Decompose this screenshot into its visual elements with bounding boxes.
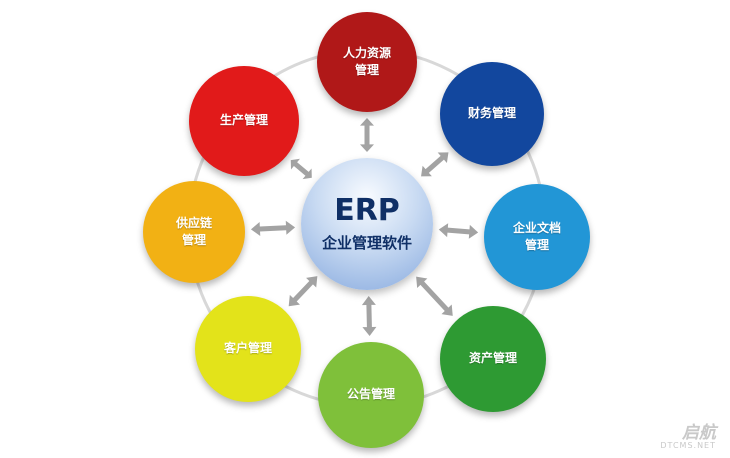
arrow-asset — [416, 276, 453, 316]
module-node-supply: 供应链 管理 — [143, 181, 245, 283]
site-watermark: 启航 DTCMS.NET — [660, 425, 716, 450]
erp-subtitle: 企业管理软件 — [321, 234, 412, 253]
arrow-production — [290, 158, 312, 180]
module-node-finance: 财务管理 — [440, 62, 544, 166]
module-label-finance: 财务管理 — [467, 106, 516, 121]
arrow-finance — [421, 152, 449, 177]
arrow-group — [250, 118, 479, 337]
module-label-supply: 供应链 管理 — [175, 215, 212, 247]
module-label-production: 生产管理 — [219, 113, 268, 128]
module-node-document: 企业文档 管理 — [484, 184, 590, 290]
module-label-document: 企业文档 管理 — [512, 220, 561, 252]
arrow-customer — [288, 276, 318, 307]
arrow-hr — [360, 118, 374, 152]
module-node-production: 生产管理 — [189, 66, 299, 176]
module-node-asset: 资产管理 — [440, 306, 546, 412]
module-label-hr: 人力资源 管理 — [342, 45, 391, 77]
erp-center-node: ERP 企业管理软件 — [301, 158, 433, 290]
watermark-brand: 启航 — [682, 423, 716, 443]
module-label-customer: 客户管理 — [223, 341, 272, 356]
arrow-notice — [361, 295, 377, 337]
module-label-asset: 资产管理 — [468, 351, 517, 366]
module-label-notice: 公告管理 — [346, 387, 395, 402]
module-node-notice: 公告管理 — [318, 342, 424, 448]
module-node-hr: 人力资源 管理 — [317, 12, 417, 112]
watermark-site: DTCMS.NET — [660, 441, 716, 450]
arrow-supply — [250, 220, 296, 236]
erp-title: ERP — [334, 192, 400, 228]
module-node-customer: 客户管理 — [195, 296, 301, 402]
arrow-document — [438, 223, 479, 239]
